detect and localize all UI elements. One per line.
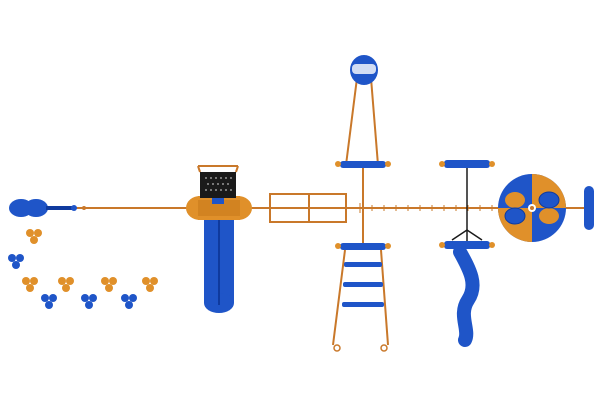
- twin-ring-seat: [9, 199, 86, 217]
- pod-cluster: [121, 294, 137, 309]
- frame-panel: [269, 193, 347, 223]
- pod-cluster: [22, 277, 38, 292]
- wavy-slide: [439, 160, 495, 347]
- panel-dots: [205, 177, 232, 191]
- rail-ticks: [359, 203, 493, 213]
- pod-cluster: [58, 277, 74, 292]
- pod-cluster: [101, 277, 117, 292]
- swing-arch: [335, 55, 391, 250]
- pod-cluster: [142, 277, 158, 292]
- pod-cluster: [8, 254, 24, 269]
- spinner-disc: [498, 174, 566, 242]
- stepping-pods: [8, 229, 158, 309]
- pod-cluster: [26, 229, 42, 244]
- pod-cluster: [41, 294, 57, 309]
- end-capsule: [584, 186, 594, 230]
- ladder-climber: [332, 243, 391, 352]
- tower-with-slide: [186, 165, 252, 313]
- pod-cluster: [81, 294, 97, 309]
